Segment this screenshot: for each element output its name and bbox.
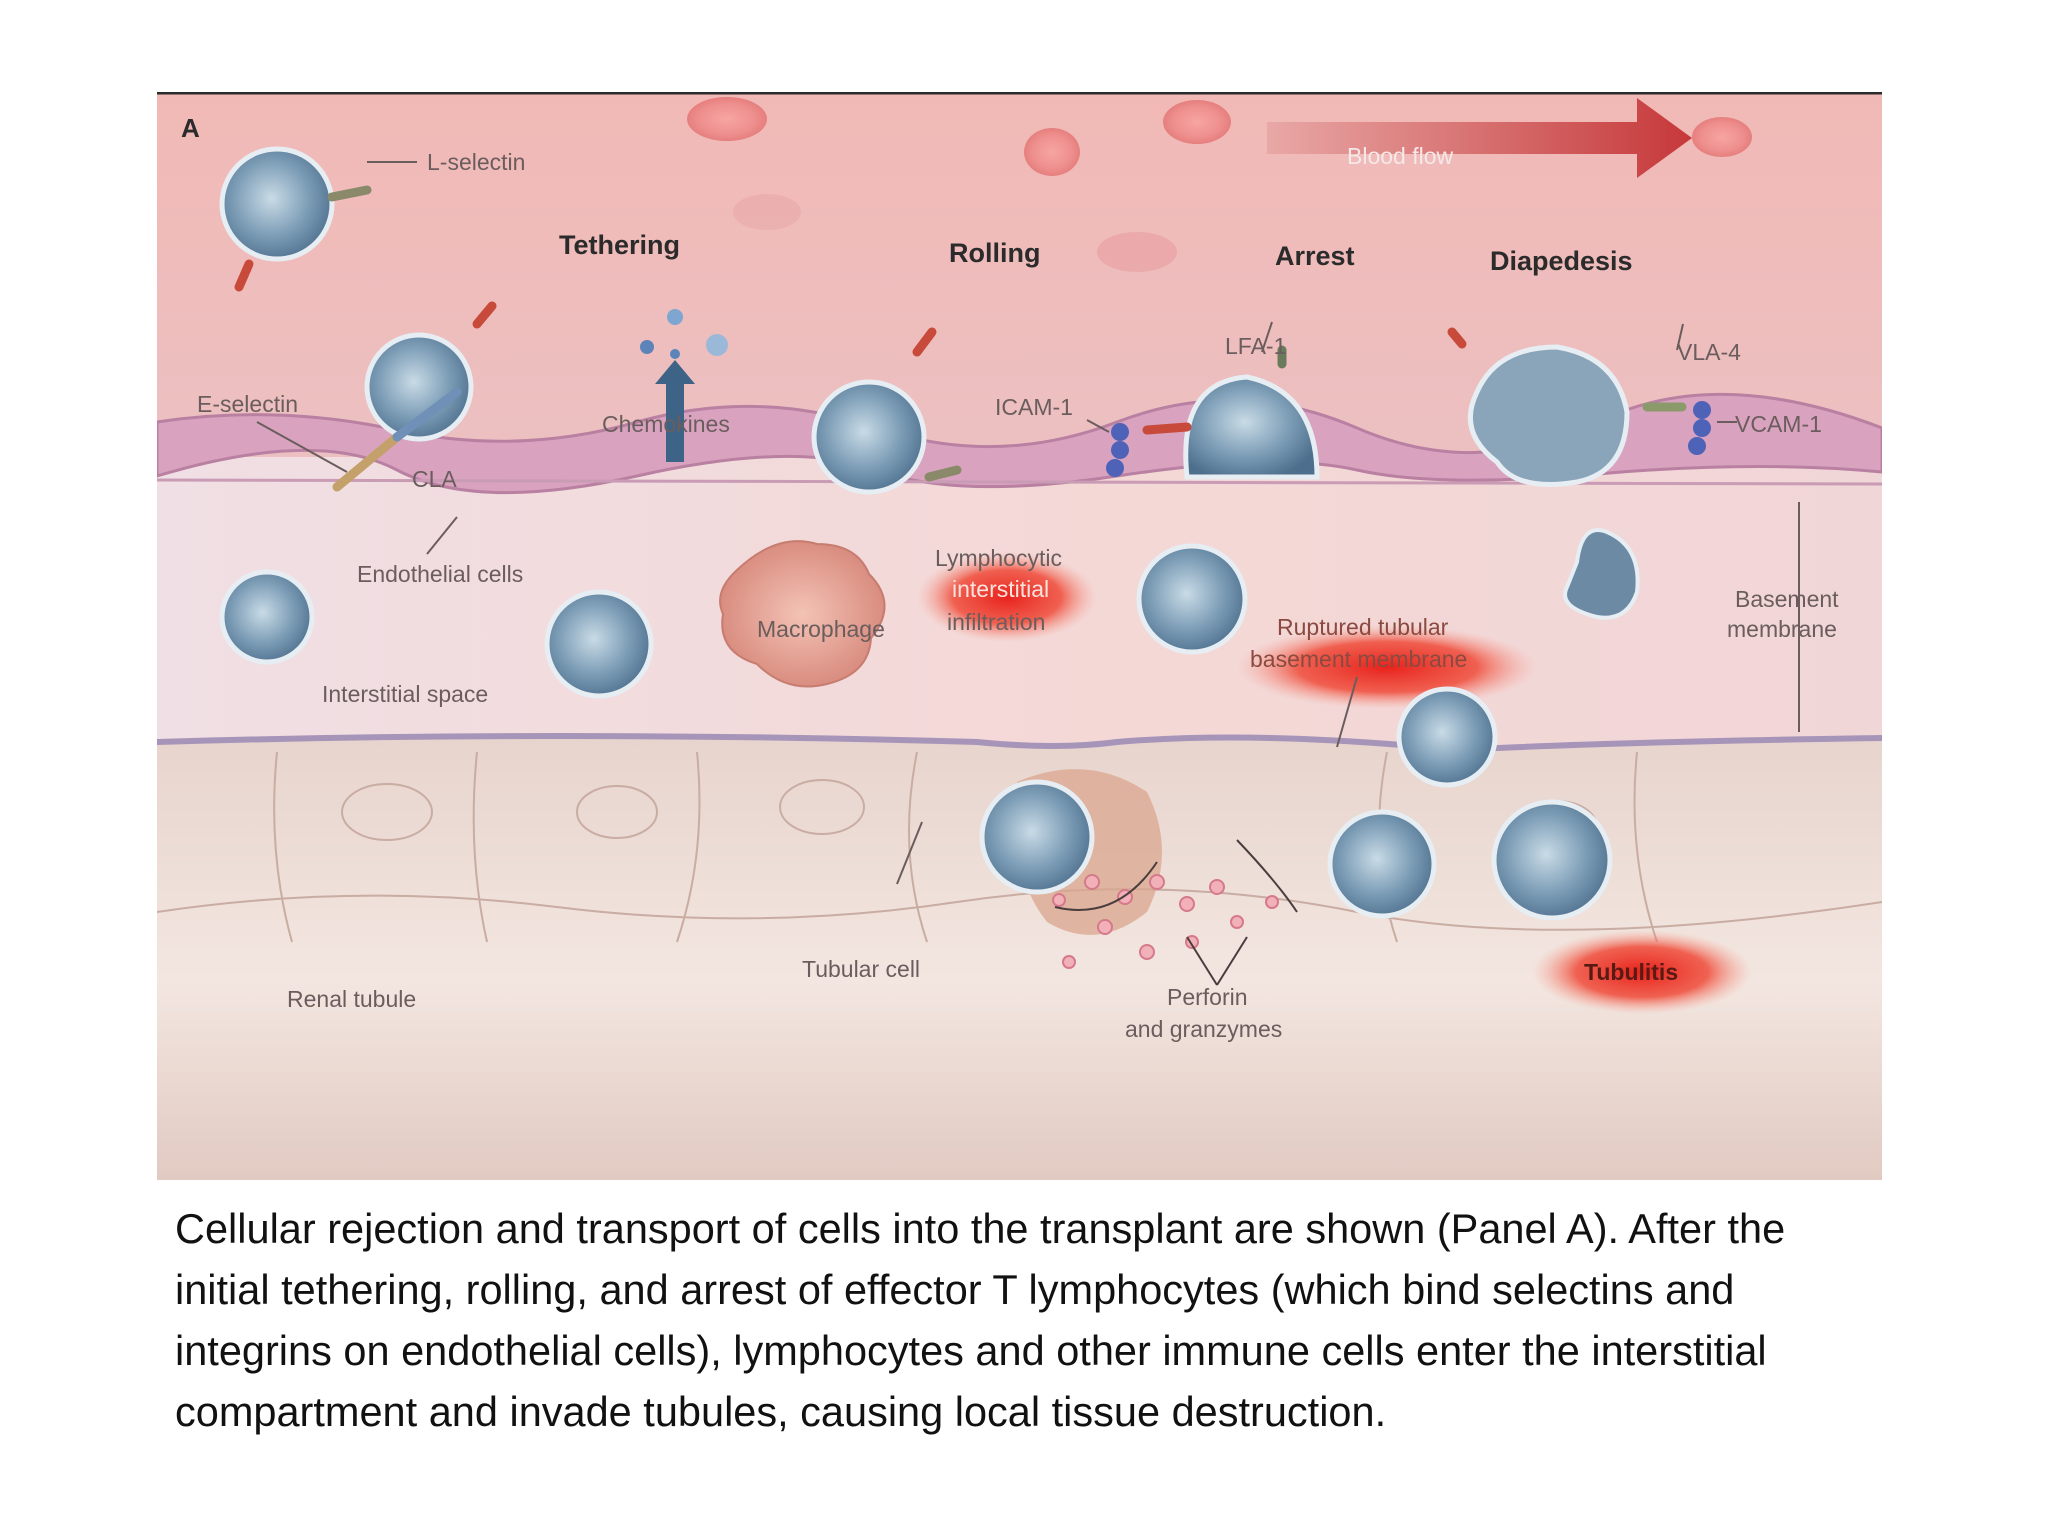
macrophage-cell [719,540,886,688]
leader-lines [256,161,1800,885]
rolling-label: Rolling [949,238,1040,268]
basement-membrane-line [157,478,1882,486]
cla-label: CLA [412,466,457,492]
panel-label: A [181,113,200,143]
basement-membrane-label-1: Basement [1735,586,1839,612]
perforin-label-1: Perforin [1167,984,1248,1010]
leukocyte-migration-figure: A Blood flow L-selectin Tethering Rollin… [157,92,1882,1180]
infiltration-label-2: interstitial [952,576,1049,602]
arrest-label: Arrest [1275,241,1355,271]
perforin-granules [1052,874,1279,969]
tubular-basement-membrane [157,733,1882,754]
macrophage-label: Macrophage [757,616,885,642]
lymphocytes [219,146,1640,921]
infiltration-label-3: infiltration [947,609,1045,635]
ruptured-membrane-label-1: Ruptured tubular [1277,614,1449,640]
renal-tubule-label: Renal tubule [287,986,416,1012]
perforin-label-2: and granzymes [1125,1016,1282,1042]
ruptured-membrane-glow [1237,625,1537,709]
lfa1-label: LFA-1 [1225,333,1286,359]
perforin-leader-lines [1054,839,1298,986]
blood-flow-arrow [1267,98,1692,178]
chemokine-molecules [640,309,728,462]
e-selectin-label: E-selectin [197,391,298,417]
infiltration-glow [917,552,1097,642]
endothelial-layer [157,393,1882,495]
icam1-label: ICAM-1 [995,394,1073,420]
basement-membrane-label-2: membrane [1727,616,1837,642]
interstitial-space-label: Interstitial space [322,681,488,707]
blood-flow-label: Blood flow [1347,143,1454,169]
l-selectin-label: L-selectin [427,149,525,175]
figure-caption: Cellular rejection and transport of cell… [175,1205,1786,1435]
tubulitis-label: Tubulitis [1584,959,1678,985]
diapedesis-label: Diapedesis [1490,246,1633,276]
tubule-region [157,738,1882,1180]
icam-beads [1106,401,1711,477]
tubular-cell-label: Tubular cell [802,956,920,982]
vcam1-label: VCAM-1 [1735,411,1822,437]
ruptured-membrane-label-2: basement membrane [1250,646,1467,672]
vla4-label: VLA-4 [1677,339,1741,365]
tethering-label: Tethering [559,230,680,260]
endothelial-cells-label: Endothelial cells [357,561,523,587]
adhesion-molecules [234,185,1687,492]
tubulitis-glow [1532,930,1752,1014]
red-blood-cells [687,97,1752,272]
figure-illustration: A Blood flow L-selectin Tethering Rollin… [157,92,1882,1180]
chemokines-label: Chemokines [602,411,730,437]
infiltration-label-1: Lymphocytic [935,545,1062,571]
